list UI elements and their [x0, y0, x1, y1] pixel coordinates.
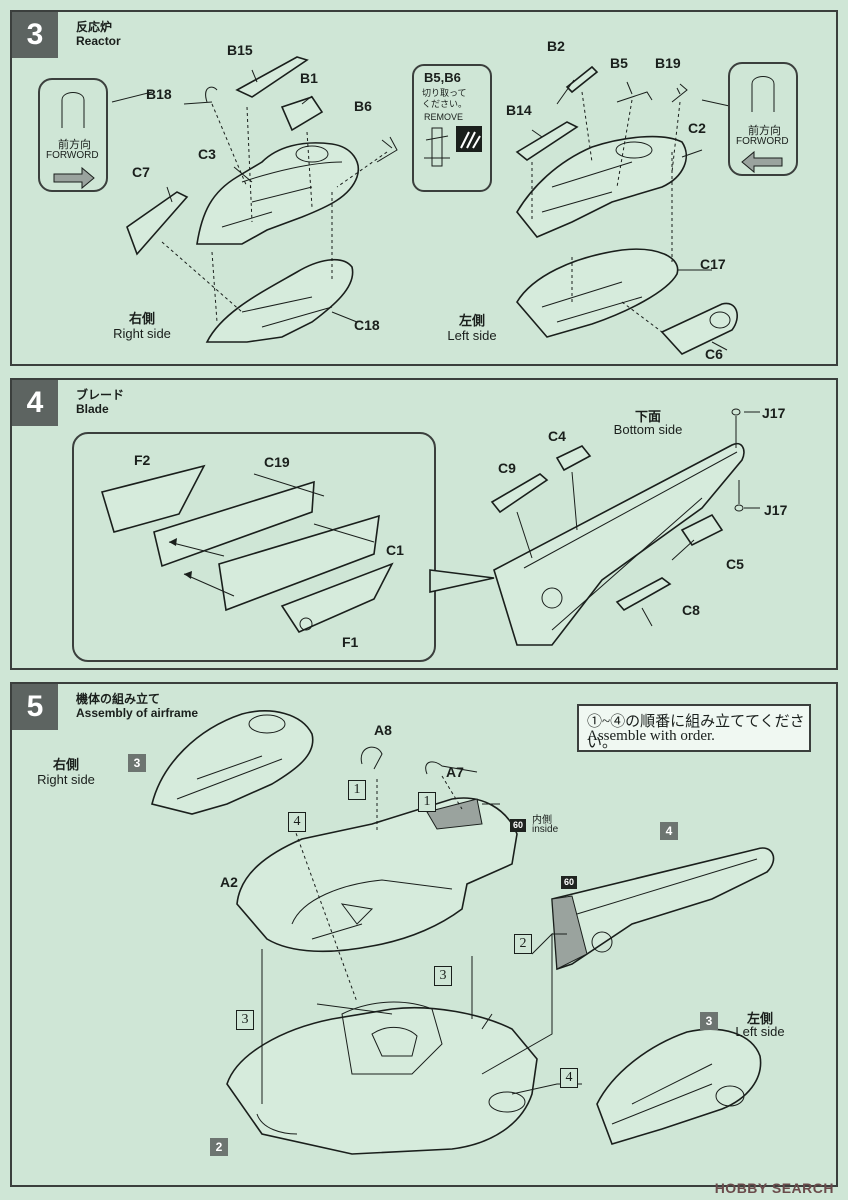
step-title-en: Blade [76, 402, 109, 416]
right-side-label-en: Right side [113, 326, 171, 341]
order-number-1a: 1 [348, 780, 366, 800]
part-label-C18: C18 [354, 317, 380, 333]
part-label-B14: B14 [506, 102, 532, 118]
part-label-C2: C2 [688, 120, 706, 136]
order-number-2: 2 [514, 934, 532, 954]
order-number-3b: 3 [236, 1010, 254, 1030]
step-ref-3-right: 3 [128, 754, 146, 772]
step-title-jp: 反応炉 [76, 20, 113, 34]
order-note-jp: ①~④の順番に組み立ててください。 [587, 714, 805, 751]
remove-parts-label: B5,B6 [424, 70, 461, 85]
step-ref-3-left: 3 [700, 1012, 718, 1030]
airframe-diagram [151, 710, 775, 1155]
forward-label-jp: 前方向 [58, 139, 91, 151]
tag-60-inside: 60 [510, 819, 526, 832]
forward-indicator-left: 前方向 FORWORD [38, 78, 108, 192]
left-side-label-jp: 左側 [746, 1011, 773, 1026]
tag-60-blade: 60 [561, 876, 577, 889]
part-label-C19: C19 [264, 454, 290, 470]
inside-label-jp: 内側 [532, 815, 552, 826]
order-number-1b: 1 [418, 792, 436, 812]
remove-jp: 切り取って ください。 [422, 88, 468, 109]
part-label-C5: C5 [726, 556, 744, 572]
part-label-B1: B1 [300, 70, 318, 86]
part-label-A7: A7 [446, 764, 464, 780]
step-title-jp: 機体の組み立て [76, 692, 161, 706]
left-side-label-jp: 左側 [458, 313, 485, 328]
part-label-C17: C17 [700, 256, 726, 272]
right-side-label-jp: 右側 [128, 311, 155, 326]
step-title-en: Reactor [76, 34, 121, 48]
right-side-label-jp: 右側 [52, 757, 79, 772]
order-number-4a: 4 [288, 812, 306, 832]
blade-inner-diagram [100, 464, 394, 634]
part-label-A2: A2 [220, 874, 238, 890]
part-label-A8: A8 [374, 722, 392, 738]
part-label-B6: B6 [354, 98, 372, 114]
inside-label-en: inside [532, 824, 559, 835]
cut-icon [424, 126, 482, 167]
part-label-F2: F2 [134, 452, 151, 468]
remove-instruction-box: B5,B6 切り取って ください。 REMOVE [412, 64, 492, 192]
forward-arrow-icon [741, 76, 783, 174]
part-label-C3: C3 [198, 146, 216, 162]
part-label-B19: B19 [655, 55, 681, 71]
step-number: 5 [12, 684, 58, 730]
forward-indicator-right: 前方向 FORWORD [728, 62, 798, 176]
order-number-3a: 3 [434, 966, 452, 986]
reactor-diagram [111, 56, 738, 355]
forward-label-en: FORWORD [46, 150, 99, 161]
part-label-C4: C4 [548, 428, 566, 444]
forward-label-jp: 前方向 [748, 125, 781, 137]
part-label-B18: B18 [146, 86, 172, 102]
part-label-J17-top: J17 [762, 405, 786, 421]
remove-en: REMOVE [424, 112, 464, 122]
watermark: HOBBY SEARCH [714, 1180, 834, 1196]
order-note-en: Assemble with order. [587, 728, 715, 744]
left-side-label-en: Left side [447, 328, 497, 343]
order-number-4b: 4 [560, 1068, 578, 1088]
part-label-B5: B5 [610, 55, 628, 71]
step-number: 4 [12, 380, 58, 426]
bottom-side-label-en: Bottom side [613, 422, 683, 437]
part-label-C7: C7 [132, 164, 150, 180]
part-label-C8: C8 [682, 602, 700, 618]
part-label-B15: B15 [227, 42, 253, 58]
part-label-C1: C1 [386, 542, 404, 558]
step-3-panel: 3 反応炉 Reactor [10, 10, 838, 366]
forward-arrow-icon [53, 92, 95, 190]
step-ref-4: 4 [660, 822, 678, 840]
order-note-box: ①~④の順番に組み立ててください。 Assemble with order. [577, 704, 811, 752]
part-label-F1: F1 [342, 634, 359, 650]
step-title-en: Assembly of airframe [76, 706, 199, 720]
part-label-C6: C6 [705, 346, 723, 362]
step-5-panel: 5 機体の組み立て Assembly of airframe ①~④の順番に組み… [10, 682, 838, 1187]
blade-diagram [429, 408, 760, 646]
left-side-label-en: Left side [735, 1024, 785, 1039]
step-4-panel: 4 ブレード Blade F2 C19 C1 F1 [10, 378, 838, 670]
step-ref-2: 2 [210, 1138, 228, 1156]
step-title-jp: ブレード [76, 388, 125, 402]
blade-subassembly-inset: F2 C19 C1 F1 [72, 432, 436, 662]
part-label-B2: B2 [547, 38, 565, 54]
forward-label-en: FORWORD [736, 136, 789, 147]
step-number: 3 [12, 12, 58, 58]
part-label-J17-bottom: J17 [764, 502, 788, 518]
right-side-label-en: Right side [37, 772, 95, 787]
part-label-C9: C9 [498, 460, 516, 476]
bottom-side-label-jp: 下面 [634, 409, 661, 424]
